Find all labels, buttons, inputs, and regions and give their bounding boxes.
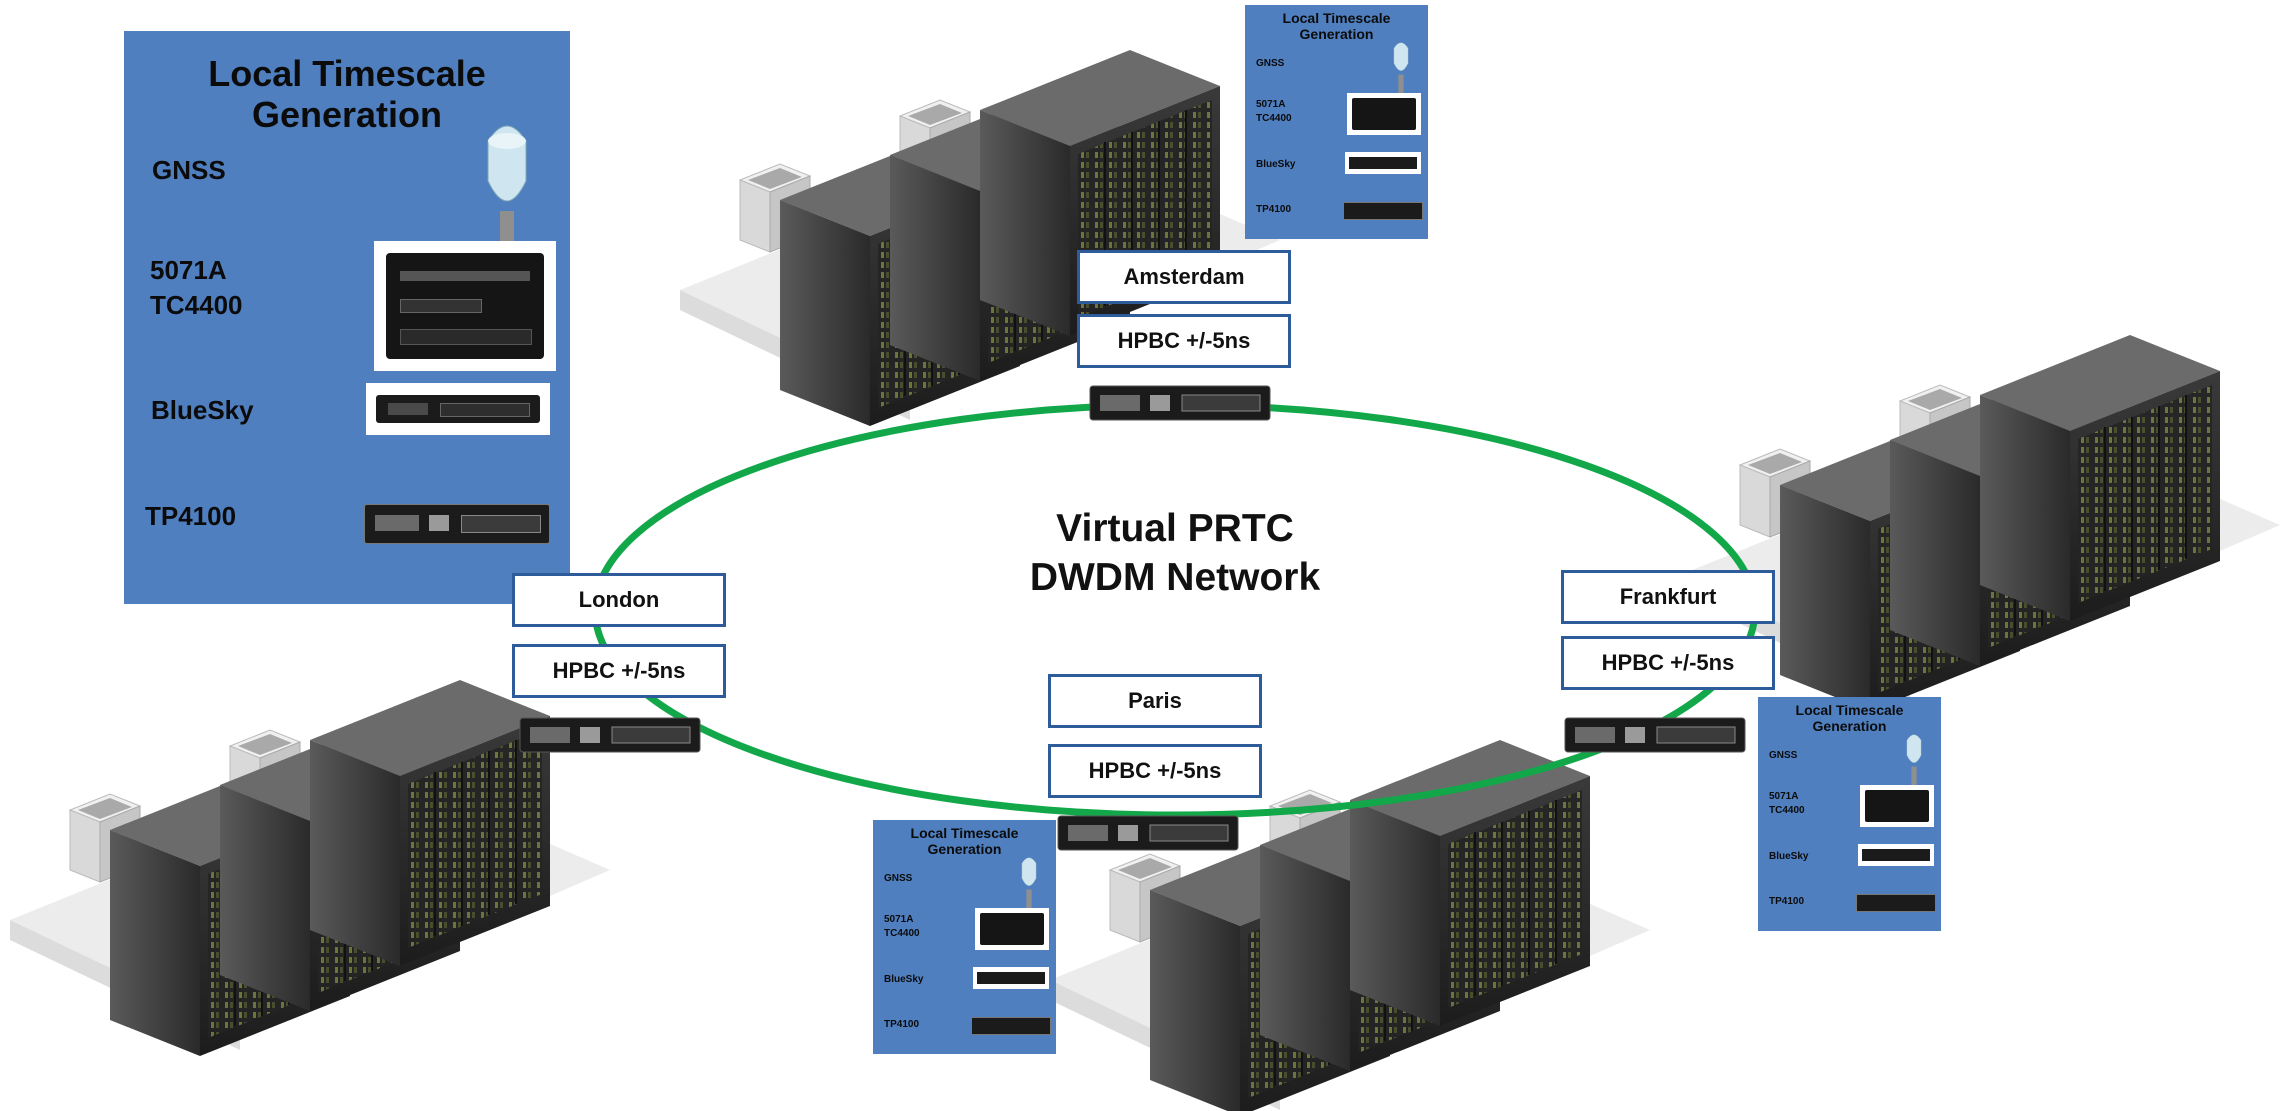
tp4100-device-icon (971, 1017, 1051, 1035)
tp4100-node-frankfurt (1564, 717, 1746, 753)
panel-title-line1: Local Timescale (910, 825, 1019, 841)
panel-clock-label: 5071A TC4400 (884, 914, 920, 939)
bluesky-device-icon (366, 383, 550, 435)
site-label-paris: Paris (1048, 674, 1262, 728)
panel-gnss-label: GNSS (884, 873, 913, 884)
ring-title: Virtual PRTC DWDM Network (990, 505, 1360, 603)
hpbc-label-paris: HPBC +/-5ns (1048, 744, 1262, 798)
panel-gnss-label: GNSS (1256, 58, 1285, 69)
hpbc-label-london: HPBC +/-5ns (512, 644, 726, 698)
panel-tp-label: TP4100 (884, 1019, 920, 1030)
panel-tp-label: TP4100 (1769, 896, 1805, 907)
tp4100-device-icon (1343, 202, 1423, 220)
panel-title: Local Timescale Generation (873, 825, 1056, 857)
panel-title-line1: Local Timescale (1282, 10, 1391, 26)
panel-gnss-label: GNSS (1769, 750, 1798, 761)
gnss-antenna-icon (1393, 42, 1409, 97)
cesium-clock-icon (374, 241, 556, 371)
tp4100-node-paris (1057, 815, 1239, 851)
panel-title-line2: Generation (927, 841, 1002, 858)
panel-clock-label: 5071A TC4400 (1769, 791, 1805, 816)
cesium-clock-icon (1860, 785, 1934, 827)
bluesky-device-icon (1858, 844, 1934, 866)
site-label-amsterdam: Amsterdam (1077, 250, 1291, 304)
panel-title: Local Timescale Generation (1758, 702, 1941, 734)
bluesky-device-icon (1345, 152, 1421, 174)
ring-title-line1: Virtual PRTC (1056, 507, 1294, 550)
panel-bluesky-label: BlueSky (151, 395, 254, 425)
panel-title: Local Timescale Generation (1245, 10, 1428, 42)
panel-title-line1: Local Timescale (208, 53, 486, 94)
panel-title-line2: Generation (251, 94, 443, 136)
timescale-panel-paris: Local Timescale Generation GNSS 5071A TC… (873, 820, 1056, 1054)
gnss-antenna-icon (1021, 857, 1037, 912)
panel-tp-label: TP4100 (1256, 204, 1292, 215)
cesium-clock-icon (975, 908, 1049, 950)
panel-bluesky-label: BlueSky (1769, 851, 1809, 862)
hpbc-label-amsterdam: HPBC +/-5ns (1077, 314, 1291, 368)
panel-title-line2: Generation (1299, 26, 1374, 43)
gnss-antenna-icon (1906, 734, 1922, 789)
panel-clock-label: 5071A TC4400 (150, 255, 243, 321)
panel-tp-label: TP4100 (145, 501, 237, 531)
tp4100-device-icon (1856, 894, 1936, 912)
timescale-panel-frankfurt: Local Timescale Generation GNSS 5071A TC… (1758, 697, 1941, 931)
panel-bluesky-label: BlueSky (1256, 159, 1296, 170)
site-label-frankfurt: Frankfurt (1561, 570, 1775, 624)
site-label-london: London (512, 573, 726, 627)
timescale-panel-main: Local Timescale Generation GNSS 5071A TC… (124, 31, 570, 604)
bluesky-device-icon (973, 967, 1049, 989)
panel-clock-label: 5071A TC4400 (1256, 99, 1292, 124)
hpbc-label-frankfurt: HPBC +/-5ns (1561, 636, 1775, 690)
panel-title-line1: Local Timescale (1795, 702, 1904, 718)
ring-title-line2: DWDM Network (1029, 555, 1321, 599)
timescale-panel-amsterdam: Local Timescale Generation GNSS 5071A TC… (1245, 5, 1428, 239)
datacenter-amsterdam (680, 50, 1280, 426)
cesium-clock-icon (1347, 93, 1421, 135)
tp4100-device-icon (364, 504, 550, 544)
panel-bluesky-label: BlueSky (884, 974, 924, 985)
panel-gnss-label: GNSS (152, 155, 226, 185)
panel-title: Local Timescale Generation (124, 53, 570, 136)
tp4100-node-london (519, 717, 701, 753)
tp4100-node-amsterdam (1089, 385, 1271, 421)
panel-title-line2: Generation (1812, 718, 1887, 735)
